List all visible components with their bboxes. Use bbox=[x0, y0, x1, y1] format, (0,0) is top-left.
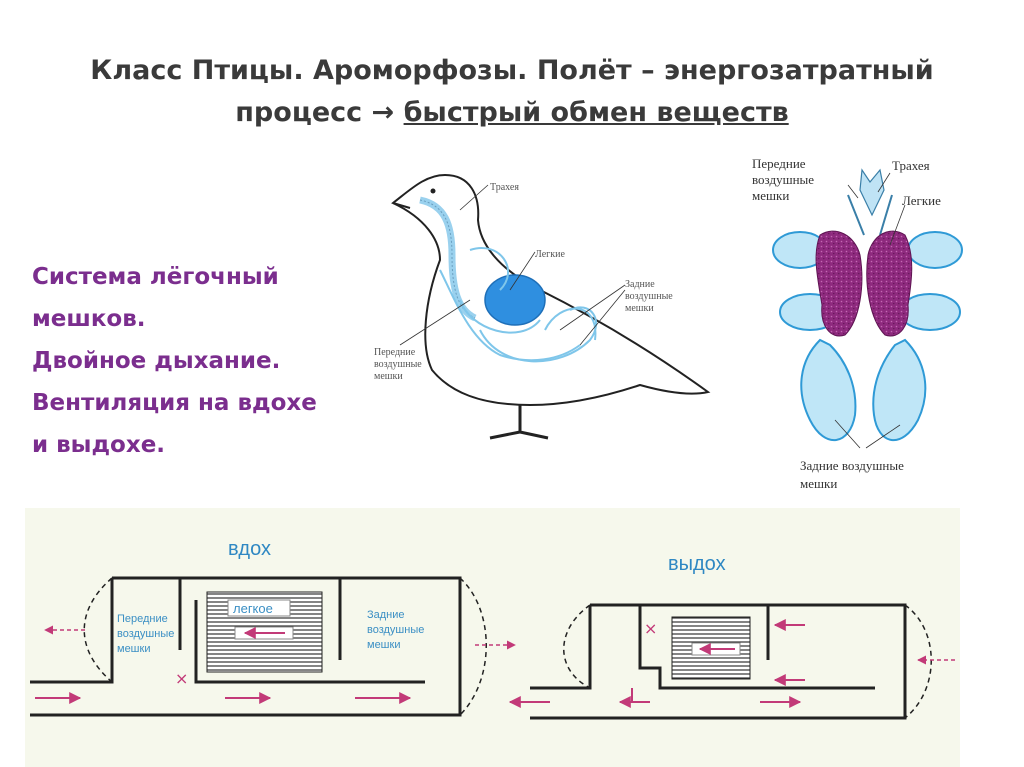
lungs-label-front-1: Передние bbox=[752, 156, 806, 171]
inhale-lung-label: легкое bbox=[233, 601, 273, 616]
inhale-front-3: мешки bbox=[117, 643, 150, 655]
lungs-label-rear-1: Задние воздушные bbox=[800, 458, 904, 473]
inhale-scheme: вдох легкое Передние воздушные мешки Зад… bbox=[30, 538, 516, 717]
exhale-scheme: выдох × bbox=[508, 553, 955, 720]
bird-label-rear-2: воздушные bbox=[625, 291, 673, 302]
notes-block: Система лёгочный мешков. Двойное дыхание… bbox=[32, 256, 372, 466]
inhale-rear-3: мешки bbox=[367, 639, 400, 651]
note-line-2: мешков. bbox=[32, 306, 146, 332]
note-line-1: Система лёгочный bbox=[32, 264, 279, 290]
page-title: Класс Птицы. Ароморфозы. Полёт – энергоз… bbox=[20, 50, 1004, 134]
inhale-rear-1: Задние bbox=[367, 609, 405, 621]
lungs-label-rear-2: мешки bbox=[800, 476, 837, 491]
inhale-x-mark: × bbox=[175, 669, 188, 688]
lungs-label-front-2: воздушные bbox=[752, 172, 814, 187]
exhale-x-mark: × bbox=[644, 619, 657, 638]
inhale-title: вдох bbox=[228, 538, 271, 560]
bird-diagram: Трахея Легкие Задние воздушные мешки Пер… bbox=[374, 173, 711, 440]
exhale-title: выдох bbox=[668, 553, 726, 575]
lungs-label-trachea: Трахея bbox=[892, 158, 930, 173]
note-line-4: Вентиляция на вдохе bbox=[32, 390, 317, 416]
lungs-label-lungs: Легкие bbox=[902, 193, 941, 208]
inhale-front-2: воздушные bbox=[117, 628, 174, 640]
bird-label-rear-3: мешки bbox=[625, 303, 654, 314]
bird-label-trachea: Трахея bbox=[490, 182, 519, 193]
bird-lung bbox=[484, 274, 546, 326]
inhale-rear-2: воздушные bbox=[367, 624, 424, 636]
title-line-1: Класс Птицы. Ароморфозы. Полёт – энергоз… bbox=[90, 55, 934, 86]
note-line-5: и выдохе. bbox=[32, 432, 166, 458]
inhale-front-1: Передние bbox=[117, 613, 168, 625]
bird-outline bbox=[391, 173, 711, 407]
lung-right bbox=[866, 230, 913, 337]
title-line-2: процесс → быстрый обмен веществ bbox=[20, 92, 1004, 134]
bird-label-front-3: мешки bbox=[374, 371, 403, 382]
bird-label-front-1: Передние bbox=[374, 347, 416, 358]
lungs-diagram: Передние воздушные мешки Трахея Легкие З… bbox=[752, 156, 963, 491]
lung-left bbox=[815, 230, 863, 337]
lungs-label-front-3: мешки bbox=[752, 188, 789, 203]
bird-label-rear-1: Задние bbox=[625, 279, 655, 290]
trachea-tube bbox=[859, 168, 885, 217]
bird-label-front-2: воздушные bbox=[374, 359, 422, 370]
title-line-2-plain: процесс → bbox=[235, 97, 404, 128]
note-line-3: Двойное дыхание. bbox=[32, 348, 281, 374]
title-line-2-underlined: быстрый обмен веществ bbox=[403, 97, 789, 128]
bird-air-sacs bbox=[459, 247, 597, 363]
bird-label-lungs: Легкие bbox=[535, 249, 565, 260]
breathing-scheme: вдох легкое Передние воздушные мешки Зад… bbox=[25, 508, 960, 767]
